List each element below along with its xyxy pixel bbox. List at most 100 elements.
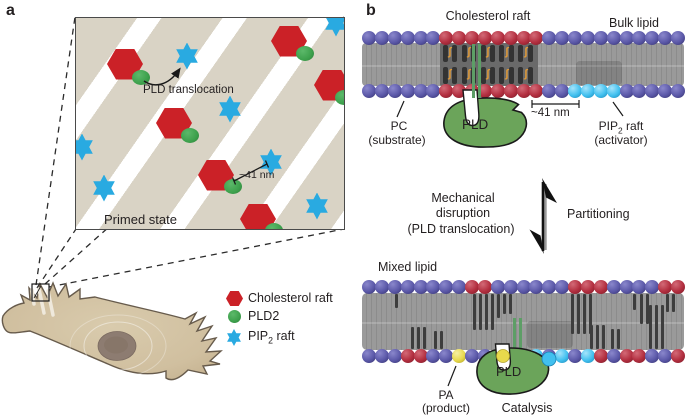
inset-scale-label: ~41 nm [239,169,275,181]
pld-enzyme-bottom [476,347,550,395]
pc-head [374,31,389,45]
pc-head [645,280,660,294]
raft-lipid-bar [443,45,448,62]
pc-head [362,84,376,98]
pc-head [362,280,376,294]
pld-membrane-insertion-finger [462,89,480,127]
pip2-raft-icon [93,174,115,202]
cholesterol-head [439,31,454,45]
dispersed-cholesterol-bar [509,294,512,314]
pld-translocation-label: PLD translocation [143,84,234,96]
pc-head [529,280,544,294]
cholesterol-head [503,84,518,98]
dispersed-cholesterol-bar [411,327,414,349]
cholesterol-head [439,84,454,98]
pc-head [400,84,415,98]
cholesterol-squiggle-icon: ʃ [448,68,452,80]
raft-lipid-bar [443,67,448,84]
dispersed-cholesterol-bar [666,294,669,312]
pc-head [400,31,415,45]
cholesterol-squiggle-icon: ʃ [467,68,471,80]
raft-lipid-bar [490,67,495,84]
pld2-icon [335,89,344,105]
pc-head [555,31,570,45]
pip2-head [580,349,595,363]
inset-annotations [143,67,270,185]
raft-lipid-bar [518,67,524,84]
pc-head [387,349,402,363]
pc-head [387,84,402,98]
panel-b-label: b [366,2,376,19]
cholesterol-head [400,349,415,363]
pc-head [671,31,685,45]
pip2-raft-icon [227,329,241,346]
cholesterol-head [452,31,467,45]
pc-head [580,31,595,45]
cholesterol-head [671,349,685,363]
pc-head [387,280,402,294]
pc-head [542,280,557,294]
membrane2-body [362,293,684,350]
zoom-region-mark [33,285,42,299]
mechanical-label-1: Mechanical [431,191,495,205]
dispersed-cholesterol-bar [497,294,500,318]
cholesterol-head [490,84,505,98]
dispersed-cholesterol-bar [491,294,494,330]
cholesterol-squiggle-icon: ʃ [505,68,509,80]
pa-label: PA [438,388,454,402]
pa-sublabel: (product) [421,401,471,415]
pip2-raft-icon [219,95,241,123]
partitioning-label: Partitioning [567,207,630,221]
pip2-domain-1 [576,61,622,85]
pip2-raft-icon [260,148,282,176]
cholesterol-head [477,31,492,45]
pld2-icon [265,222,283,229]
cholesterol-head [671,280,685,294]
cholesterol-head [477,280,492,294]
pa-product-head [496,349,510,363]
cholesterol-head [516,84,531,98]
pld2-icon [224,178,242,194]
cholesterol-head [465,31,480,45]
pc-head [362,31,376,45]
cholesterol-squiggle-icon: ʃ [524,68,528,80]
dispersed-cholesterol-bar [611,329,614,349]
cholesterol-raft-icon [226,291,243,306]
pc-head [619,31,634,45]
bulk-lipid-title: Bulk lipid [608,16,660,30]
raft-lipid-bar [480,45,486,62]
pc-head [606,31,621,45]
cholesterol-head [503,31,518,45]
cholesterol-head [619,349,634,363]
dispersed-cholesterol-bar [589,294,592,334]
pc-head [593,31,608,45]
pc-head [426,349,441,363]
cholesterol-head [632,349,647,363]
pc-head [426,280,441,294]
cholesterol-head [413,349,428,363]
pc-head [413,31,428,45]
pld2-icon [181,127,199,143]
cytoplasm-texture [69,314,167,378]
pc-head [439,349,454,363]
legend-cholesterol-raft-label: Cholesterol raft [248,291,333,305]
pc-head [606,349,621,363]
scale-bracket-a [231,160,270,185]
pld-top-label: PLD [462,117,489,132]
pc-label: PC [390,119,408,133]
pc-head [619,280,634,294]
pip2-raft-icon [176,42,198,70]
pip2-head [580,84,595,98]
pc-head [555,84,570,98]
pc-head [413,84,428,98]
raft-lipid-bar [461,45,467,62]
dispersed-cholesterol-bar [423,327,426,349]
cholesterol-squiggle-icon: ʃ [486,68,490,80]
dispersed-cholesterol-bar [655,305,658,349]
raft-lipid-bar [499,45,505,62]
nucleolus [104,336,128,354]
pc-head [452,280,467,294]
